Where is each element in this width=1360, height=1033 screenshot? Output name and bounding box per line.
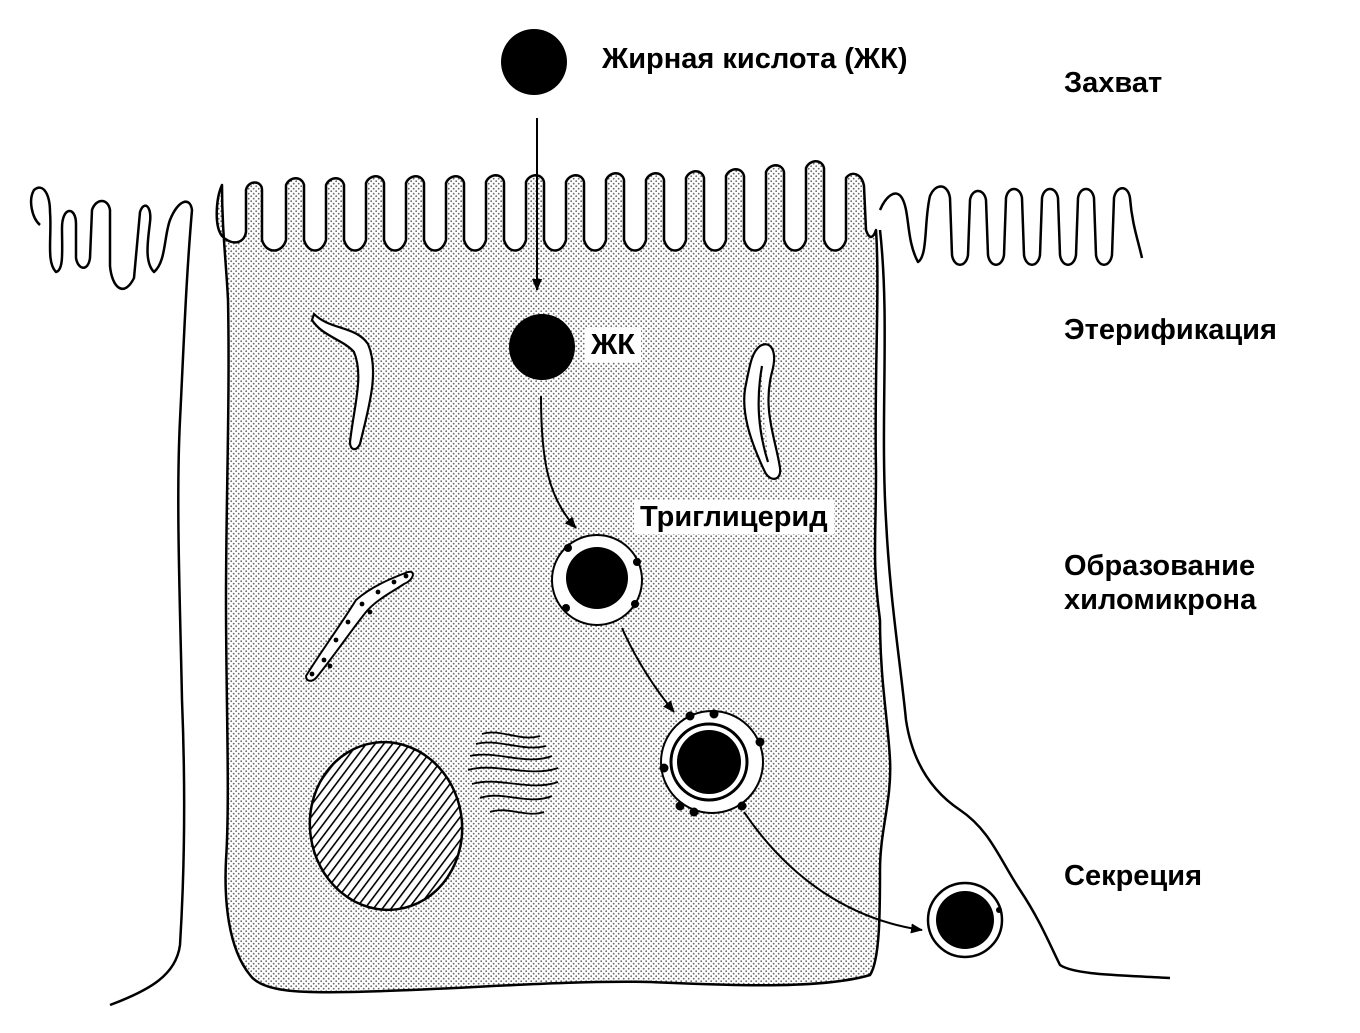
left-neighbor-cell [29,186,194,1007]
label-triglyceride: Триглицерид [634,500,834,534]
label-fa-short: ЖК [585,328,641,362]
fatty-acid-intracellular [509,314,575,380]
chylomicron [659,709,765,817]
label-fatty-acid: Жирная кислота (ЖК) [602,43,908,75]
stage-secretion: Секреция [1064,860,1203,892]
stage-uptake: Захват [1064,67,1163,99]
right-neighbor-cell [878,185,1171,980]
arrow-esterification [540,395,577,529]
arrow-chylomicron-formation [621,627,675,713]
stage-chylomicron-line2: хиломикрона [1064,584,1257,616]
golgi-apparatus [467,731,559,815]
er-ribosomes [309,573,409,677]
stage-chylomicron-line1: Образование [1064,550,1256,582]
mitochondrion-right [743,343,782,480]
stage-esterification: Этерификация [1064,314,1277,346]
mitochondrion-left [310,311,375,451]
endoplasmic-reticulum [304,570,414,682]
fatty-acid-particle [501,29,567,95]
arrow-secretion [743,811,923,934]
triglyceride-droplet [551,534,643,626]
secreted-chylomicron [926,881,1004,959]
nucleus [308,740,464,912]
